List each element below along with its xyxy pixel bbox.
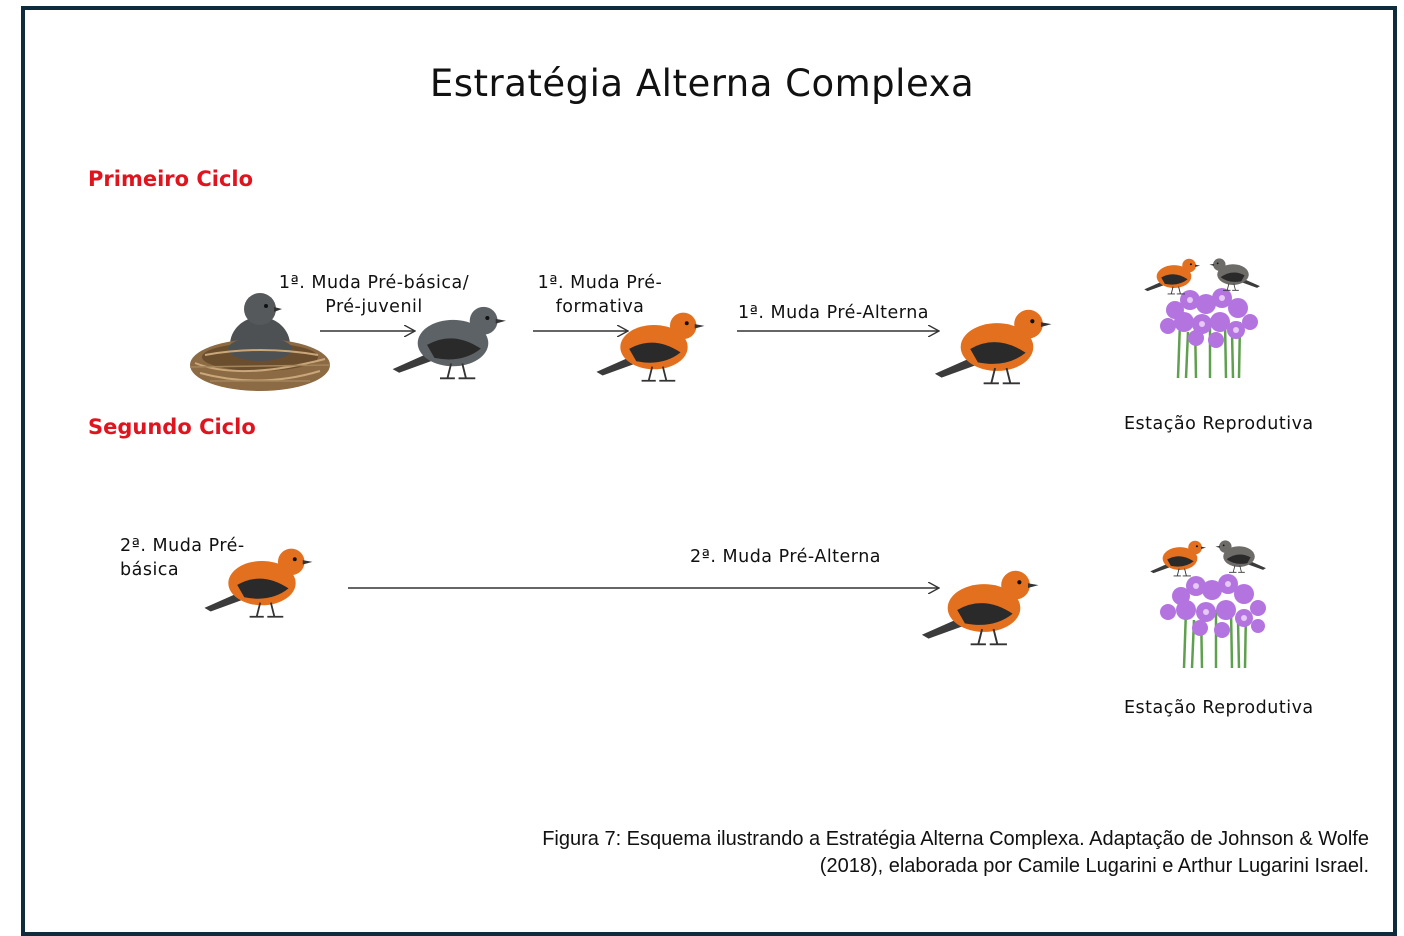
second-prealternate-molt-label: 2ª. Muda Pré-Alterna — [690, 547, 882, 567]
first-preformative-molt-label: 1ª. Muda Pré- formativa — [530, 271, 670, 319]
first-preformative-molt-label-line2: formativa — [555, 297, 645, 317]
second-cycle-heading: Segundo Ciclo — [88, 415, 256, 439]
bird-pair-on-flowers-icon — [1146, 534, 1276, 669]
juvenile-bird-icon — [388, 302, 518, 386]
bird-pair-on-flowers-icon — [1140, 252, 1270, 379]
figure-caption: Figura 7: Esquema ilustrando a Estratégi… — [469, 826, 1369, 880]
second-prebasic-molt-label-line2: básica — [120, 560, 180, 580]
second-alternate-bird-icon — [917, 566, 1051, 652]
basic-plumage-bird-icon — [200, 544, 324, 624]
first-prebasic-molt-label-line2: Pré-juvenil — [325, 297, 423, 317]
formative-bird-icon — [592, 308, 716, 388]
first-preformative-molt-label-line1: 1ª. Muda Pré- — [537, 273, 663, 293]
figure-caption-line2: (2018), elaborada por Camile Lugarini e … — [819, 855, 1369, 877]
alternate-plumage-bird-icon — [930, 305, 1064, 391]
nest-with-chick-icon — [189, 293, 331, 391]
diagram-title: Estratégia Alterna Complexa — [429, 62, 975, 105]
first-prebasic-molt-label-line1: 1ª. Muda Pré-básica/ — [278, 273, 470, 293]
breeding-season-label-1: Estação Reprodutiva — [1124, 414, 1314, 434]
first-cycle-heading: Primeiro Ciclo — [88, 167, 254, 191]
second-prebasic-molt-label: 2ª. Muda Pré- básica — [120, 534, 245, 582]
breeding-season-label-2: Estação Reprodutiva — [1124, 698, 1314, 718]
second-prebasic-molt-label-line1: 2ª. Muda Pré- — [120, 536, 245, 556]
first-prealternate-molt-label: 1ª. Muda Pré-Alterna — [738, 303, 930, 323]
figure-caption-line1: Figura 7: Esquema ilustrando a Estratégi… — [542, 828, 1369, 850]
first-prebasic-molt-label: 1ª. Muda Pré-básica/ Pré-juvenil — [274, 271, 474, 319]
